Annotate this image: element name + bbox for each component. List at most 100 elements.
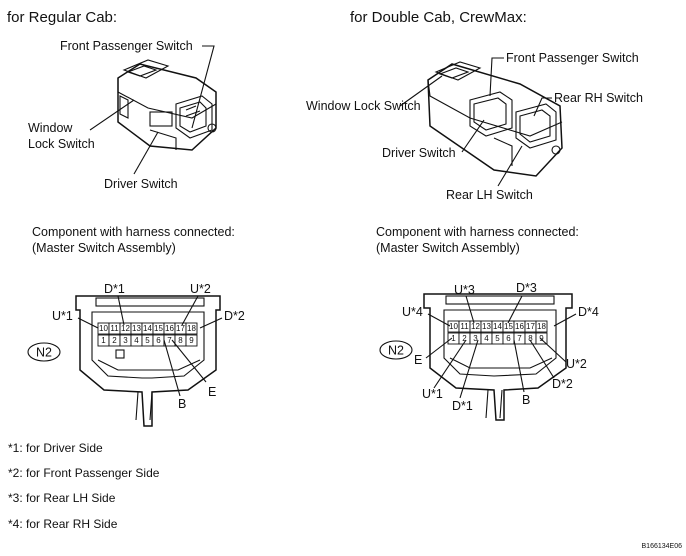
regular-window-lock-label-line1: Window [28, 121, 73, 135]
double-callout-d4-leader [553, 313, 577, 327]
regular-bottom-pin-8: 8 [178, 336, 183, 345]
regular-driver-label: Driver Switch [104, 177, 178, 191]
regular-bottom-pin-7: 7 [167, 336, 172, 345]
regular-top-pin-18: 18 [187, 324, 196, 333]
double-top-pin-15: 15 [504, 322, 513, 331]
regular-callout-d2-leader [199, 317, 223, 329]
double-bottom-pin-6: 6 [506, 334, 511, 343]
regular-connector-id-badge [27, 342, 61, 362]
regular-component-line2: (Master Switch Assembly) [32, 241, 176, 255]
regular-bottom-pin-9: 9 [189, 336, 194, 345]
double-callout-u2-leader [539, 337, 567, 363]
double-rear-rh-label: Rear RH Switch [554, 91, 643, 105]
regular-window-lock-leader [89, 99, 135, 131]
double-switch-assembly-drawing [427, 61, 563, 177]
regular-callout-d1-leader [117, 295, 125, 326]
double-bottom-pin-8: 8 [528, 334, 533, 343]
double-callout-u4-leader [427, 313, 451, 327]
regular-front-passenger-label: Front Passenger Switch [60, 39, 193, 53]
regular-top-cell-18 [185, 322, 198, 335]
regular-top-pin-10: 10 [99, 324, 108, 333]
double-front-passenger-leader [489, 57, 504, 97]
double-connector-id: N2 [388, 344, 404, 358]
regular-callout-u1-leader [77, 317, 99, 329]
footnote-4: *4: for Rear RH Side [8, 517, 118, 531]
double-top-pin-13: 13 [482, 322, 491, 331]
regular-component-line1: Component with harness connected: [32, 225, 235, 239]
regular-cab-heading: for Regular Cab: [7, 9, 117, 26]
double-callout-d2: D*2 [552, 377, 573, 391]
double-callout-d1-leader [459, 339, 479, 399]
double-callout-u1: U*1 [422, 387, 443, 401]
regular-bottom-pin-2: 2 [112, 336, 117, 345]
double-callout-e-leader [425, 337, 453, 359]
double-top-pin-11: 11 [460, 322, 469, 331]
double-bottom-cell-9 [535, 332, 548, 345]
regular-top-pin-12: 12 [121, 324, 130, 333]
double-callout-d3: D*3 [516, 281, 537, 295]
double-callout-e: E [414, 353, 422, 367]
double-top-pin-16: 16 [515, 322, 524, 331]
figure-code: B166134E06 [642, 543, 683, 550]
double-rear-lh-leader [497, 145, 523, 187]
double-front-passenger-label: Front Passenger Switch [506, 51, 639, 65]
regular-top-pin-16: 16 [165, 324, 174, 333]
double-callout-d2-leader [529, 339, 555, 379]
regular-callout-b: B [178, 397, 186, 411]
regular-callout-u2-leader [181, 295, 199, 326]
regular-front-passenger-leader [191, 45, 215, 129]
double-rear-rh-leader [533, 97, 552, 117]
regular-connector-id: N2 [36, 346, 52, 360]
regular-callout-e: E [208, 385, 216, 399]
double-top-cell-18 [535, 320, 548, 333]
double-bottom-pin-4: 4 [484, 334, 489, 343]
regular-top-pin-17: 17 [176, 324, 185, 333]
footnote-2: *2: for Front Passenger Side [8, 466, 160, 480]
double-callout-b-leader [513, 339, 525, 393]
regular-top-pin-15: 15 [154, 324, 163, 333]
regular-bottom-pin-3: 3 [123, 336, 128, 345]
regular-top-pin-13: 13 [132, 324, 141, 333]
regular-callout-b-leader [163, 339, 181, 397]
regular-bottom-pin-5: 5 [145, 336, 150, 345]
footnote-1: *1: for Driver Side [8, 441, 103, 455]
double-bottom-pin-5: 5 [495, 334, 500, 343]
regular-bottom-pin-4: 4 [134, 336, 139, 345]
regular-callout-e-leader [171, 339, 207, 383]
double-window-lock-label: Window Lock Switch [306, 99, 421, 113]
double-callout-u3-leader [465, 295, 475, 324]
double-component-line1: Component with harness connected: [376, 225, 579, 239]
regular-bottom-pin-6: 6 [156, 336, 161, 345]
double-top-pin-10: 10 [449, 322, 458, 331]
double-callout-d1: D*1 [452, 399, 473, 413]
double-bottom-pin-1: 1 [451, 334, 456, 343]
regular-callout-d1: D*1 [104, 282, 125, 296]
double-top-pin-12: 12 [471, 322, 480, 331]
regular-window-lock-label-line2: Lock Switch [28, 137, 95, 151]
double-callout-u2: U*2 [566, 357, 587, 371]
double-top-pin-18: 18 [537, 322, 546, 331]
regular-callout-u2: U*2 [190, 282, 211, 296]
double-callout-d4: D*4 [578, 305, 599, 319]
double-callout-u4: U*4 [402, 305, 423, 319]
double-top-pin-14: 14 [493, 322, 502, 331]
double-window-lock-leader [399, 75, 443, 107]
double-connector-id-badge [379, 340, 413, 360]
regular-connector-body [75, 295, 221, 427]
double-callout-u1-leader [433, 339, 467, 389]
double-bottom-pin-9: 9 [539, 334, 544, 343]
double-driver-leader [461, 119, 485, 153]
regular-top-pin-11: 11 [110, 324, 119, 333]
regular-top-pin-14: 14 [143, 324, 152, 333]
regular-callout-u1: U*1 [52, 309, 73, 323]
double-connector-body [423, 293, 573, 421]
regular-switch-assembly-drawing [117, 59, 217, 151]
double-driver-label: Driver Switch [382, 146, 456, 160]
regular-bottom-pin-1: 1 [101, 336, 106, 345]
double-bottom-pin-7: 7 [517, 334, 522, 343]
regular-bottom-cell-9 [185, 334, 198, 347]
